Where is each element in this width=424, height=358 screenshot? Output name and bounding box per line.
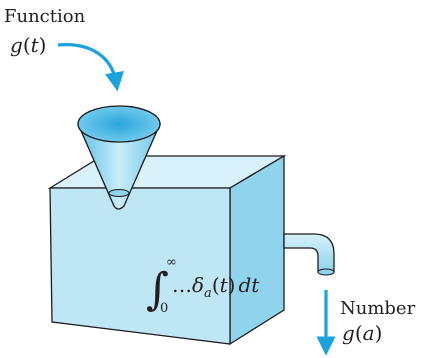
integrand-close: ) xyxy=(228,273,236,297)
output-expression: g(a) xyxy=(342,321,382,345)
funnel-icon xyxy=(77,105,161,210)
output-expr-func: g xyxy=(342,321,355,345)
integral-upper-limit: ∞ xyxy=(166,255,177,270)
input-expr-func: g xyxy=(10,33,23,57)
output-expr-close: ) xyxy=(375,321,383,345)
input-expression: g(t) xyxy=(10,33,46,57)
input-expr-open: ( xyxy=(23,33,31,57)
input-expr-close: ) xyxy=(39,33,47,57)
output-expr-var: a xyxy=(363,321,375,345)
integral-expression: ∫ ∞ 0 …δa(t)dt xyxy=(146,255,260,316)
box-front-face xyxy=(49,187,231,345)
integrand-open: ( xyxy=(212,273,220,297)
box-side-face xyxy=(229,154,285,346)
output-label: Number xyxy=(340,298,416,319)
output-label-group: Number g(a) xyxy=(340,298,416,345)
input-label: Function xyxy=(4,6,86,27)
integrand: …δa(t)dt xyxy=(172,273,260,301)
integrand-delta: δ xyxy=(192,273,204,297)
curved-arrow-down-icon xyxy=(57,43,124,92)
integrand-dt: dt xyxy=(238,273,260,297)
input-label-group: Function g(t) xyxy=(4,6,86,57)
pipe-spout-icon xyxy=(283,233,335,276)
integrand-delta-sub: a xyxy=(204,286,212,301)
integral-lower-limit: 0 xyxy=(160,301,168,316)
integral-symbol: ∫ xyxy=(146,264,169,315)
input-expr-var: t xyxy=(31,33,40,57)
output-expr-open: ( xyxy=(355,321,363,345)
integrand-dots: … xyxy=(172,273,192,297)
integrand-var: t xyxy=(220,273,229,297)
